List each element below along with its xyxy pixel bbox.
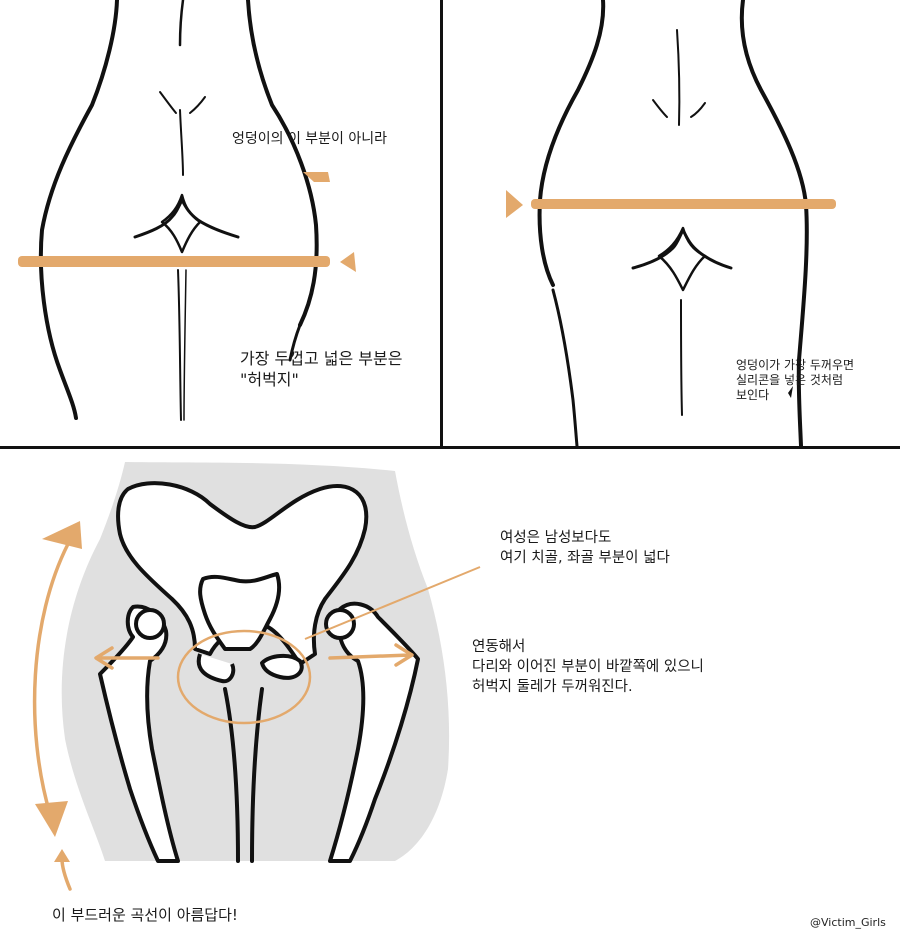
panel-bottom-pelvis: 여성은 남성보다도 여기 치골, 좌골 부분이 넓다 연동해서 다리와 이어진 …: [0, 449, 900, 935]
pelvis-skeleton-drawing: [32, 462, 481, 891]
arrow-head-right: [340, 252, 356, 272]
note-thigh-widest: 가장 두껍고 넓은 부분은 "허벅지": [240, 349, 403, 389]
leg-gap-line: [177, 269, 182, 421]
artist-credit: @Victim_Girls: [810, 916, 886, 929]
right-body-contour: [246, 0, 319, 327]
note-not-this-part: 엉덩이의 이 부분이 아니라: [232, 131, 388, 147]
inner-leg-line-left: [223, 687, 240, 863]
pubic-area-circle: [176, 629, 312, 725]
widest-line-marker: [18, 256, 330, 267]
hips-back-view-drawing: [18, 0, 356, 421]
back-dimple-right: [690, 102, 706, 118]
spine-line: [676, 29, 681, 126]
note-thigh-thicker: 연동해서 다리와 이어진 부분이 바깥쪽에 있으니 허벅지 둘레가 두꺼워진다.: [472, 639, 704, 695]
arrow-head-upper: [303, 172, 330, 182]
spine-line: [178, 0, 185, 47]
left-hip-socket: [134, 608, 166, 640]
back-dimple-left: [159, 91, 177, 114]
leg-gap-line: [680, 299, 683, 416]
panel-top-left: 엉덩이의 이 부분이 아니라 가장 두껍고 넓은 부분은 "허벅지": [0, 0, 440, 446]
left-body-contour: [537, 0, 606, 287]
note-smooth-curve: 이 부드러운 곡선이 아름답다!: [52, 906, 238, 924]
small-up-arrow-head: [54, 849, 70, 862]
pelvis-iliac-wings: [116, 481, 369, 666]
arrow-outward-right: [328, 643, 414, 667]
curve-arrow-head-top: [42, 521, 82, 549]
panel-divider-horizontal: [0, 446, 900, 449]
curve-double-arrow-line: [32, 542, 70, 816]
arrow-outward-left: [94, 646, 160, 670]
pelvis-pubic-ring: [196, 653, 304, 684]
note-silicone-look: 엉덩이가 가장 두꺼우면 실리콘을 넣은 것처럼 보인다: [736, 358, 855, 402]
pen-tick: [788, 386, 793, 398]
hips-back-view-silicone-drawing: [506, 0, 836, 446]
panel-top-right: 엉덩이가 가장 두꺼우면 실리콘을 넣은 것처럼 보인다: [443, 0, 900, 446]
pelvis-sacrum: [198, 572, 282, 651]
panel-divider-vertical: [440, 0, 443, 446]
right-femur: [328, 601, 420, 863]
inner-leg-line-right: [250, 687, 264, 863]
note-pelvis-wider: 여성은 남성보다도 여기 치골, 좌골 부분이 넓다: [500, 530, 670, 566]
back-dimple-left: [652, 99, 668, 118]
butt-cleft: [631, 228, 733, 270]
small-up-arrow: [60, 857, 72, 891]
left-body-contour: [38, 0, 119, 420]
arrow-head-left: [506, 190, 523, 218]
back-dimple-right: [189, 96, 206, 114]
widest-line-marker: [531, 199, 836, 209]
pointer-line: [304, 566, 481, 640]
curve-arrow-head-bottom: [35, 801, 68, 837]
